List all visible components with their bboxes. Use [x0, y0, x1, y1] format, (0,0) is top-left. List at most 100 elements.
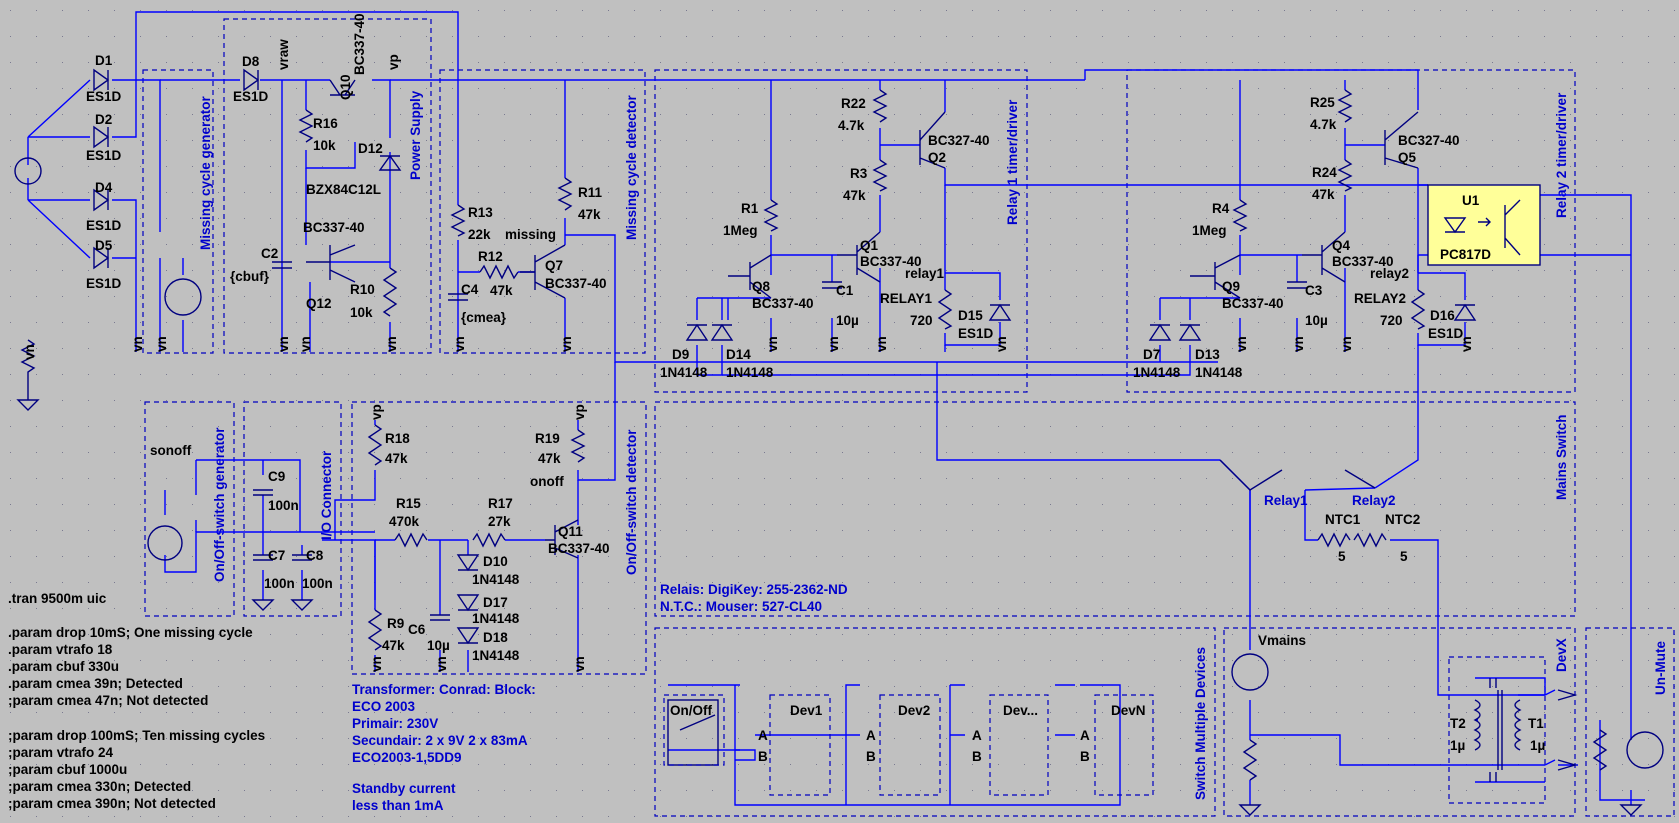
label-d1-val: ES1D: [86, 89, 122, 104]
standby-line-1: less than 1mA: [352, 798, 444, 813]
standby-line-0: Standby current: [352, 781, 456, 796]
component-symbols: [14, 68, 1664, 816]
label-r15-ref: R15: [396, 496, 421, 511]
label-r22-val: 4.7k: [838, 118, 865, 133]
net-vn-6: vn: [384, 336, 399, 352]
net-flags: vn vn vn vn vn vn vn vn vn vn vn vn vn v…: [22, 336, 1474, 672]
title-onoff-detector: On/Off-switch detector: [624, 429, 639, 575]
label-r16-ref: R16: [313, 116, 338, 131]
title-mains-switch: Mains Switch: [1554, 414, 1569, 500]
device-labels: On/Off Dev1 Dev2 Dev... DevN A B A B A B…: [670, 703, 1146, 764]
label-d18-ref: D18: [483, 630, 508, 645]
title-missing-cycle-generator: Missing cycle generator: [198, 95, 213, 250]
label-q7-ref: Q7: [545, 258, 563, 273]
net-vn-4: vn: [276, 336, 291, 352]
box-missing-cycle-generator: [142, 69, 214, 354]
label-q4-val: BC337-40: [1332, 254, 1394, 269]
label-q11-ref: Q11: [558, 524, 583, 539]
title-io-connector: I/O Connector: [319, 450, 334, 540]
spice1-line-4: ;param cmea 47n; Not detected: [8, 693, 208, 708]
spice2-line-1: ;param vtrafo 24: [8, 745, 114, 760]
net-vn-q11: vn: [572, 656, 587, 672]
label-relay2-val: 720: [1380, 313, 1403, 328]
title-relay2-driver: Relay 2 timer/driver: [1554, 92, 1569, 218]
label-r3-val: 47k: [843, 188, 866, 203]
label-d17-val: 1N4148: [472, 611, 520, 626]
label-r16-val: 10k: [313, 138, 336, 153]
label-r12-val: 47k: [490, 283, 513, 298]
onoff-box: [663, 694, 725, 766]
pin-a-3: A: [972, 728, 982, 743]
label-r19-val: 47k: [538, 451, 561, 466]
label-r11-ref: R11: [578, 185, 603, 200]
box-switch-multiple: [654, 627, 1216, 817]
label-devn: DevN: [1111, 703, 1146, 718]
label-d8-val: ES1D: [233, 89, 269, 104]
wires: [27, 11, 1645, 806]
label-onoff-switch: On/Off: [670, 703, 712, 718]
pin-b-4: B: [1080, 749, 1090, 764]
box-onoff-generator: [144, 401, 235, 617]
label-relay2-ref: RELAY2: [1354, 291, 1406, 306]
title-switch-multiple: Switch Multiple Devices: [1193, 647, 1208, 800]
spice1-line-3: .param cmea 39n; Detected: [8, 676, 183, 691]
onoff-source-symbol: [147, 525, 183, 561]
net-vn-13: vn: [1234, 336, 1249, 352]
net-vp-top: vp: [386, 54, 401, 70]
label-c2-ref: C2: [261, 246, 278, 261]
box-missing-cycle-detector: [439, 69, 646, 354]
label-r24-val: 47k: [1312, 187, 1335, 202]
label-d14-val: 1N4148: [726, 365, 774, 380]
label-d4-val: ES1D: [86, 218, 122, 233]
net-vn-11: vn: [874, 336, 889, 352]
label-d7-ref: D7: [1143, 347, 1160, 362]
net-vn-7: vn: [452, 336, 467, 352]
label-d12-val: BZX84C12L: [306, 182, 381, 197]
box-mains-switch: [654, 401, 1576, 617]
label-q2-ref: Q2: [928, 150, 946, 165]
label-relay1-val: 720: [910, 313, 933, 328]
label-r4-ref: R4: [1212, 201, 1230, 216]
spice2-line-4: ;param cmea 390n; Not detected: [8, 796, 216, 811]
note-tran: .tran 9500m uic: [8, 591, 107, 606]
label-r9-val: 47k: [382, 638, 405, 653]
label-d9-ref: D9: [672, 347, 689, 362]
label-r13-ref: R13: [468, 205, 493, 220]
label-c8-val: 100n: [302, 576, 333, 591]
grid-dots: [10, 10, 1675, 817]
label-d10-ref: D10: [483, 554, 508, 569]
net-vn-10: vn: [826, 336, 841, 352]
label-c3-ref: C3: [1305, 283, 1323, 298]
label-d8-ref: D8: [242, 54, 260, 69]
net-vn-2: vn: [130, 336, 145, 352]
dev2-box: [879, 694, 941, 796]
label-ntc2-val: 5: [1400, 549, 1408, 564]
label-q12-val: BC337-40: [303, 220, 365, 235]
pin-b-1: B: [758, 749, 768, 764]
label-q9-val: BC337-40: [1222, 296, 1284, 311]
spice2-line-0: ;param drop 100mS; Ten missing cycles: [8, 728, 265, 743]
title-relay1-driver: Relay 1 timer/driver: [1005, 99, 1020, 225]
label-relay2-switch: Relay2: [1352, 493, 1396, 508]
label-r22-ref: R22: [841, 96, 866, 111]
pin-a-1: A: [758, 728, 768, 743]
label-r19-ref: R19: [535, 431, 560, 446]
transformer-line-1: ECO 2003: [352, 699, 416, 714]
label-u1-val: PC817D: [1440, 247, 1491, 262]
label-c6-ref: C6: [408, 622, 426, 637]
label-q8-ref: Q8: [752, 279, 771, 294]
net-vn-1: vn: [22, 344, 37, 360]
net-relay1: relay1: [905, 266, 945, 281]
label-r24-ref: R24: [1312, 165, 1337, 180]
label-d14-ref: D14: [726, 347, 751, 362]
label-ntc1-val: 5: [1338, 549, 1346, 564]
label-d4-ref: D4: [95, 180, 113, 195]
label-relay1-switch: Relay1: [1264, 493, 1308, 508]
label-d16-ref: D16: [1430, 308, 1455, 323]
label-c1-ref: C1: [836, 283, 854, 298]
label-t1-val: 1µ: [1530, 738, 1545, 753]
label-r17-ref: R17: [488, 496, 513, 511]
optocoupler-u1[interactable]: U1 PC817D: [1427, 184, 1541, 266]
net-sonoff: sonoff: [150, 443, 192, 458]
